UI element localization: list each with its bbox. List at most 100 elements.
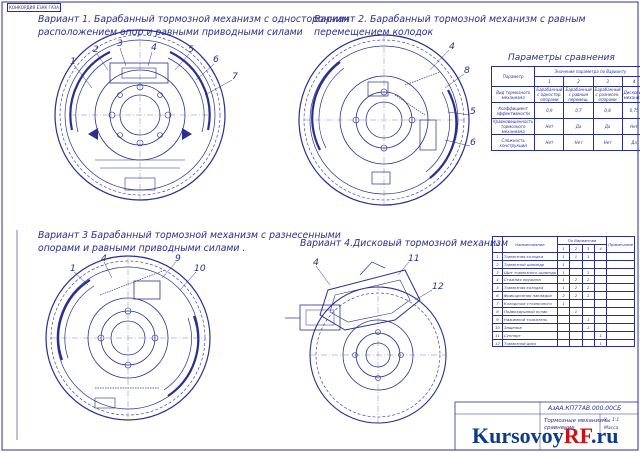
spec-cell: Суппорт	[502, 330, 558, 340]
comparison-cell: Нет	[563, 134, 594, 151]
comparison-cell: Да	[592, 118, 623, 135]
spec-cell: Тормозной диск	[502, 338, 558, 348]
spec-cell-note	[606, 299, 635, 309]
comparison-cell: Нет	[621, 118, 640, 135]
variant3-title-line2: опорами и равными приводными силами .	[38, 243, 246, 254]
kursovoyrf-logo[interactable]: KursovoyRF.ru	[462, 420, 638, 450]
spec-cell: 1	[581, 314, 595, 324]
callout-v3-9: 9	[175, 253, 181, 264]
variant1-title-line2: расположением опор и равными приводными …	[38, 27, 303, 38]
variant3-title-line1: Вариант 3 Барабанный тормозной механизм …	[38, 230, 341, 241]
spec-cell: 3	[492, 267, 503, 277]
spec-cell: 2	[569, 275, 583, 285]
spec-cell: 1	[556, 275, 571, 285]
callout-v4-12: 12	[432, 281, 444, 292]
spec-cell	[593, 267, 608, 277]
spec-table: № Наименование По Вариантам Примечание 1…	[492, 236, 635, 348]
spec-cell-note	[606, 307, 635, 316]
spec-cell: Тормозная колодка	[502, 251, 558, 261]
spec-cell-note	[606, 251, 635, 261]
spec-cell	[569, 322, 583, 332]
title-block-name1: Тормозные механизмы	[544, 418, 611, 424]
spec-cell	[569, 330, 583, 340]
spec-cell	[556, 322, 571, 332]
spec-cell: 1	[556, 259, 571, 269]
comparison-cell: Да	[563, 118, 594, 135]
callout-v2-6: 6	[470, 137, 476, 148]
arrow-left-icon	[88, 128, 98, 140]
spec-cell: 2	[581, 275, 595, 285]
spec-cell	[593, 275, 608, 285]
spec-cell: 10	[492, 322, 503, 332]
spec-cell	[581, 307, 595, 316]
spec-cell-note	[606, 291, 635, 301]
callout-v3-4: 4	[101, 253, 107, 264]
comparison-cell: Дисковый механизм	[621, 86, 640, 103]
spec-cell	[593, 322, 608, 332]
spec-cell	[569, 259, 583, 269]
spec-cell-note	[606, 314, 635, 324]
spec-cell	[569, 314, 583, 324]
spec-header-num: №	[492, 236, 503, 253]
spec-cell: 2	[569, 283, 583, 293]
spec-cell: Тормозная колодка	[502, 283, 558, 293]
spec-cell: 6	[492, 291, 503, 301]
spec-cell	[569, 267, 583, 277]
spec-cell: 2	[569, 291, 583, 301]
variant2-drawing	[298, 34, 470, 206]
spec-cell	[556, 330, 571, 340]
spec-cell	[569, 299, 583, 309]
spec-cell	[593, 283, 608, 293]
spec-cell-note	[606, 259, 635, 269]
callout-v3-10: 10	[194, 263, 206, 274]
variant4-title: Вариант 4.Дисковый тормозной механизм	[300, 238, 508, 249]
spec-cell	[593, 251, 608, 261]
callout-v1-3: 3	[117, 38, 123, 49]
variant3-drawing	[45, 255, 211, 421]
spec-cell: 5	[492, 283, 503, 293]
spec-cell	[593, 307, 608, 316]
variant4-drawing	[285, 261, 447, 425]
comparison-cell: Барабанный с одностор. опорами	[534, 86, 565, 103]
comparison-row-label: Сложность конструкции	[490, 134, 536, 151]
spec-cell: 7	[492, 299, 503, 309]
spec-cell	[581, 299, 595, 309]
title-block-name2: сравнение	[544, 425, 575, 431]
callout-v2-5: 5	[470, 106, 476, 117]
comparison-cell: 0,7	[563, 102, 594, 119]
comparison-cell: Нет	[534, 118, 565, 135]
spec-cell	[593, 314, 608, 324]
title-block-code: АзАА.КП77АВ.000.00СБ	[548, 405, 622, 412]
spec-cell: 2	[581, 283, 595, 293]
callout-v1-7: 7	[232, 71, 238, 82]
comparison-cell: Нет	[592, 134, 623, 151]
spec-cell	[581, 330, 595, 340]
spec-cell: 12	[492, 338, 503, 348]
spec-cell	[556, 314, 571, 324]
spec-cell	[593, 259, 608, 269]
spec-cell-note	[606, 338, 635, 348]
spec-cell: 2	[581, 291, 595, 301]
spec-cell: Фрикционная накладка	[502, 291, 558, 301]
leader-lines	[73, 47, 471, 301]
title-block-frame	[454, 401, 639, 451]
spec-cell: 2	[492, 259, 503, 269]
spec-cell: 2	[556, 291, 571, 301]
callout-v1-6: 6	[213, 54, 219, 65]
callout-v1-4: 4	[151, 42, 157, 53]
arrow-right-icon	[182, 128, 192, 140]
spec-cell: Тормозной цилиндр	[502, 259, 558, 269]
spec-cell	[556, 307, 571, 316]
callout-v1-1: 1	[70, 56, 76, 67]
callout-v2-4: 4	[449, 41, 455, 52]
comparison-col: 4	[621, 76, 640, 87]
comparison-cell: Барабанный с равным перемещ.	[563, 86, 594, 103]
callout-v1-2: 2	[93, 44, 99, 55]
spec-cell: Нажимной толкатель	[502, 314, 558, 324]
callout-v2-8: 8	[464, 65, 470, 76]
spec-cell: Стяжная пружина	[502, 275, 558, 285]
